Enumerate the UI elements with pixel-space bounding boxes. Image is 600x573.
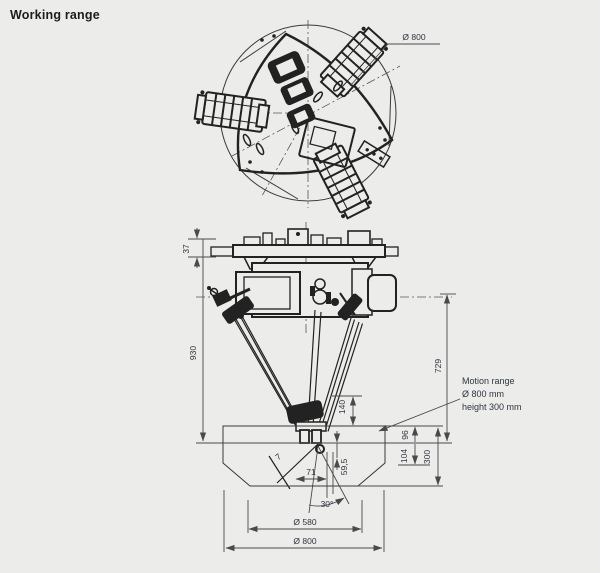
left-arm	[207, 286, 306, 432]
top-diameter-label: Ø 800	[402, 32, 425, 42]
robot-body	[235, 262, 397, 318]
svg-text:71: 71	[306, 467, 316, 477]
note-line3: height 300 mm	[462, 402, 522, 412]
dim-range-lower: 104	[399, 444, 419, 465]
bolt-tab	[357, 139, 391, 169]
svg-text:37: 37	[181, 244, 191, 254]
motor-unit-1	[315, 23, 392, 102]
svg-text:930: 930	[188, 346, 198, 360]
motion-range-note: Motion range Ø 800 mm height 300 mm	[378, 376, 522, 432]
dim-inner-diameter: Ø 580	[248, 517, 362, 533]
motor-unit-2	[193, 88, 272, 135]
gearbox-slot-small	[286, 103, 316, 129]
svg-text:59,5: 59,5	[339, 458, 349, 475]
dim-outer-diameter: Ø 800	[225, 536, 383, 552]
tool-axis: 7	[268, 443, 319, 490]
svg-text:104: 104	[399, 449, 409, 463]
svg-text:Ø 580: Ø 580	[293, 517, 316, 527]
dim-range-upper: 96	[400, 426, 419, 442]
svg-text:96: 96	[400, 430, 410, 440]
side-view: 7 30°	[181, 222, 522, 552]
cone-angle-label: 30°	[321, 499, 334, 509]
note-line2: Ø 800 mm	[462, 389, 504, 399]
axis-tick-label: 7	[273, 451, 283, 462]
tool-cone: 30°	[308, 445, 350, 514]
page-title: Working range	[10, 8, 100, 22]
dim-range-height: 300	[422, 427, 442, 486]
dim-top-diameter: Ø 800	[349, 32, 440, 87]
top-view: Ø 800	[193, 20, 440, 222]
svg-text:140: 140	[337, 400, 347, 414]
dim-axis-to-range-top: 729	[433, 293, 456, 442]
gearbox-slots	[267, 51, 314, 106]
dim-tool-lateral: 71	[295, 467, 327, 483]
dim-tcp-depth: 59,5	[333, 431, 349, 475]
dim-overall-height: 930	[188, 239, 207, 442]
note-line1: Motion range	[462, 376, 515, 386]
svg-text:729: 729	[433, 359, 443, 373]
svg-text:300: 300	[422, 450, 432, 464]
svg-text:Ø 800: Ø 800	[293, 536, 316, 546]
center-window	[298, 116, 356, 168]
dim-wrist-offset: 140	[332, 395, 362, 426]
dim-plate-thickness: 37	[181, 228, 216, 268]
